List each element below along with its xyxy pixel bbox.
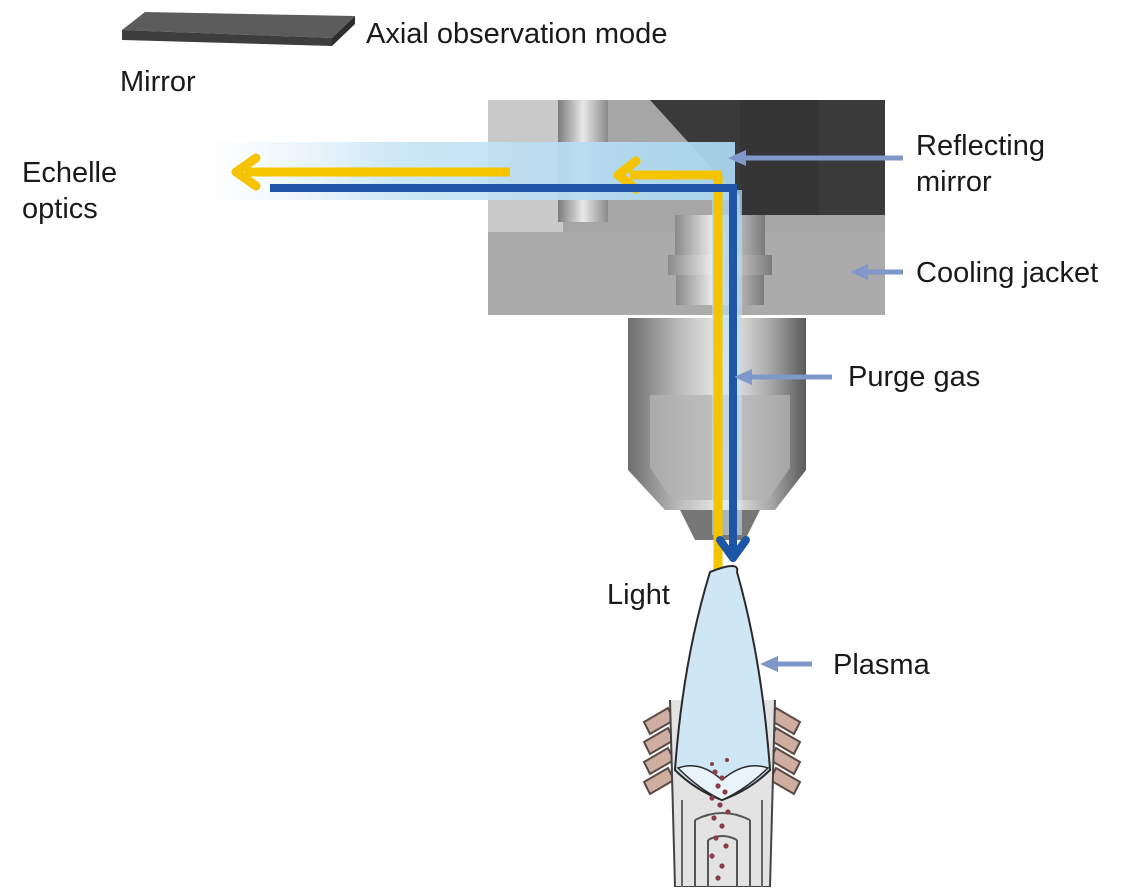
reflecting-label-line2: mirror bbox=[916, 166, 992, 198]
plasma-label: Plasma bbox=[833, 649, 930, 681]
plasma-inner bbox=[676, 765, 770, 801]
cooling-jacket-label: Cooling jacket bbox=[916, 257, 1099, 289]
light-label: Light bbox=[607, 579, 670, 611]
axial-mode-label: Axial observation mode bbox=[366, 18, 668, 50]
plasma bbox=[673, 565, 772, 802]
reflecting-mirror-label: Reflecting mirror bbox=[916, 128, 1045, 200]
plasma-pointer bbox=[760, 656, 812, 672]
purge-gas-pointer bbox=[734, 369, 832, 385]
mirror-label: Mirror bbox=[120, 66, 196, 98]
echelle-label-line2: optics bbox=[22, 193, 98, 225]
purge-gas-beam bbox=[270, 184, 750, 562]
reflecting-mirror-pointer bbox=[728, 150, 903, 166]
sample-droplets bbox=[709, 758, 731, 881]
echelle-label-line1: Echelle bbox=[22, 157, 118, 189]
mirror-legend-plate bbox=[122, 12, 355, 46]
echelle-optics-label: Echelle optics bbox=[22, 155, 117, 227]
cooling-jacket-pointer bbox=[850, 264, 903, 280]
purge-gas-label: Purge gas bbox=[848, 361, 981, 393]
pointer-arrows bbox=[728, 150, 903, 672]
reflecting-label-line1: Reflecting bbox=[916, 130, 1045, 162]
